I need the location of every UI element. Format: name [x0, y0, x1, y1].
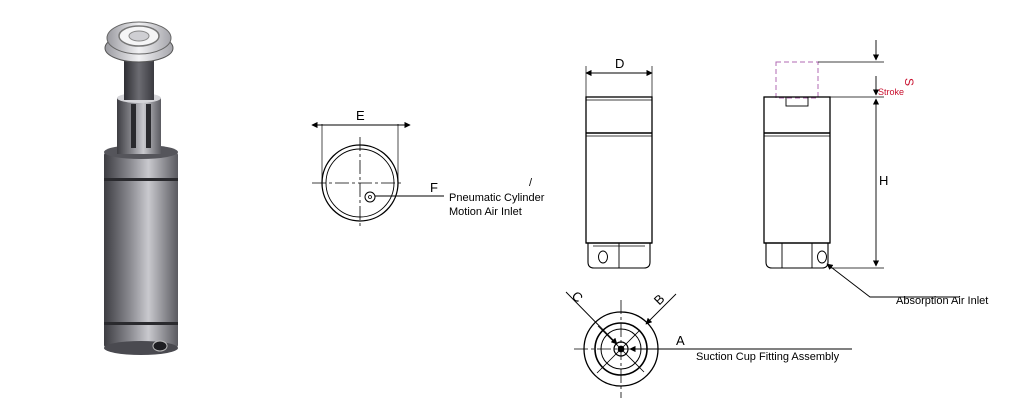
top-view: [311, 121, 444, 229]
pneumatic-inlet-note-line1: Pneumatic Cylinder: [449, 192, 545, 204]
front-view-body: [585, 96, 653, 244]
side-view: [763, 40, 960, 298]
render-sleeve-slot: [131, 104, 136, 148]
dim-label-s: S: [902, 78, 916, 86]
dim-label-e: E: [356, 108, 365, 123]
render-inlet-hole: [152, 340, 168, 352]
render-sleeve-slot: [146, 104, 151, 148]
pneumatic-inlet-note-line2: Motion Air Inlet: [449, 206, 522, 218]
product-render: [104, 21, 178, 355]
side-view-port: [817, 250, 827, 264]
dim-label-d: D: [615, 56, 624, 71]
suction-fitting-note: Suction Cup Fitting Assembly: [696, 351, 840, 363]
dim-label-a: A: [676, 333, 685, 348]
top-view-inlet-port-inner: [368, 195, 372, 199]
dim-b-diagonal: [596, 329, 641, 374]
render-main-body: [104, 152, 178, 348]
side-view-piston-tip: [785, 96, 809, 107]
dim-label-h: H: [879, 173, 888, 188]
dim-label-c: C: [569, 288, 586, 305]
front-view: [585, 66, 653, 269]
stroke-label: Stroke: [878, 87, 904, 97]
side-view-body: [763, 96, 831, 244]
side-view-hex-nut: [765, 243, 829, 269]
render-body-groove-lower: [104, 322, 178, 325]
absorption-inlet-note: Absorption Air Inlet: [896, 295, 988, 307]
render-piston-rod: [124, 58, 154, 100]
side-view-stroke-extension: [775, 61, 819, 99]
render-upper-sleeve: [117, 98, 161, 154]
render-body-groove: [104, 178, 178, 181]
absorption-inlet-leader: [826, 263, 960, 298]
top-view-inlet-port: [364, 191, 376, 203]
dim-c-leader: [565, 291, 618, 345]
front-view-port: [598, 250, 608, 264]
dim-label-f: F: [430, 180, 438, 195]
dim-b-leader: [645, 293, 677, 325]
render-cup-hole: [128, 30, 150, 42]
bottom-view: [565, 291, 852, 398]
pneumatic-note-mark: /: [529, 177, 533, 189]
